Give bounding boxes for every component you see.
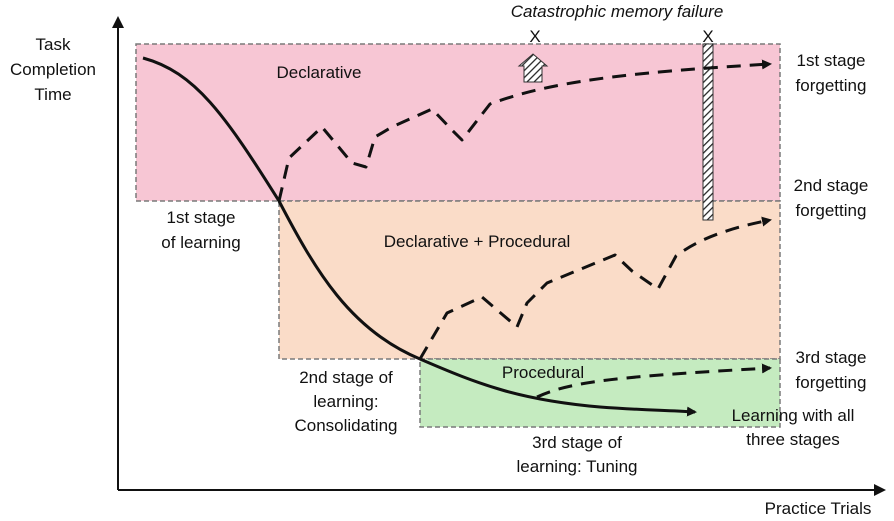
first-stage-learning-line-2: of learning [161,233,240,252]
second-stage-forgetting-line-2: forgetting [796,201,867,220]
combined-label: Declarative + Procedural [384,232,571,251]
learning-curve [142,56,697,417]
declarative-label: Declarative [276,63,361,82]
combined-region [278,200,781,360]
forgetting-curve-1 [277,59,772,202]
second-stage-forgetting-line-1: 2nd stage [794,176,869,195]
first-stage-forgetting-line-2: forgetting [796,76,867,95]
y-axis-label-line-1: Task [36,35,71,54]
second-stage-learning-line-2: learning: [313,392,378,411]
learning-all-stages-line-1: Learning with all [732,406,855,425]
y-axis-label-line-2: Completion [10,60,96,79]
catastrophic-failure-title: Catastrophic memory failure [511,2,724,21]
third-stage-learning-line-1: 3rd stage of [532,433,622,452]
first-stage-forgetting-line-1: 1st stage [797,51,866,70]
failure-x-mark-2: X [702,27,713,46]
first-stage-learning-line-1: 1st stage [167,208,236,227]
y-axis-label-line-3: Time [34,85,71,104]
failure-marker-1 [517,53,549,83]
second-stage-learning-line-1: 2nd stage of [299,368,393,387]
third-stage-learning-line-2: learning: Tuning [517,457,638,476]
learning-all-stages-line-2: three stages [746,430,840,449]
failure-x-mark-1: X [529,27,540,46]
second-stage-learning-line-3: Consolidating [294,416,397,435]
third-stage-forgetting-line-2: forgetting [796,373,867,392]
procedural-label: Procedural [502,363,584,382]
declarative-region [135,43,781,202]
x-axis-label: Practice Trials [765,499,872,518]
failure-marker-2 [702,43,714,221]
forgetting-curve-3 [536,363,772,399]
third-stage-forgetting-line-1: 3rd stage [796,348,867,367]
